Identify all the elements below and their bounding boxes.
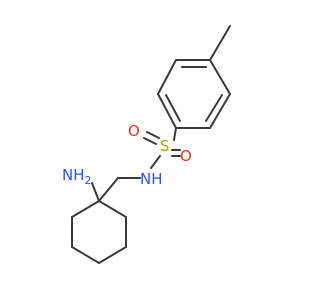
oxygen-label-right: O bbox=[180, 147, 192, 165]
molecule-canvas: S O O NH NH2 bbox=[62, 25, 231, 264]
sulfur-nitrogen-bond bbox=[150, 155, 161, 169]
sulfonyl-oxygen-bond-left bbox=[143, 131, 160, 145]
sulfonamide-nh-label: NH bbox=[140, 170, 163, 188]
benzene-ring bbox=[157, 59, 231, 129]
methylene-carbon-bond bbox=[98, 177, 119, 202]
oxygen-label-left: O bbox=[128, 122, 140, 140]
sulfonyl-oxygen-bond-right bbox=[171, 149, 181, 157]
amine-label-subscript: 2 bbox=[85, 174, 92, 187]
sulfur-label: S bbox=[160, 137, 170, 155]
structure-drawing: S O O NH NH2 bbox=[62, 25, 231, 264]
methyl-bond bbox=[209, 25, 231, 61]
carbon-amine-bond bbox=[91, 182, 100, 202]
amine-label: NH2 bbox=[62, 166, 92, 187]
ring-sulfur-bond bbox=[173, 127, 177, 141]
amine-label-main: NH bbox=[62, 166, 85, 184]
cyclohexane-ring bbox=[71, 200, 127, 264]
